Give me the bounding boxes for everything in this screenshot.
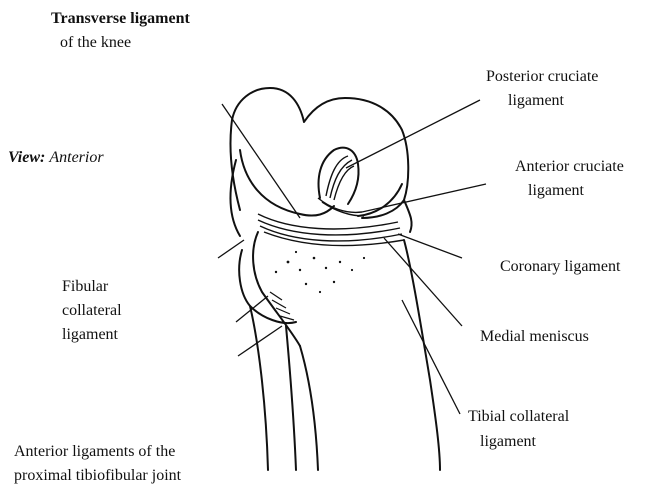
leader-tibiofibular-2 <box>238 326 282 356</box>
tibia-medial-edge <box>404 240 440 470</box>
femur-medial-edge <box>404 200 412 232</box>
label-tibial-collateral-sub: ligament <box>480 431 536 453</box>
label-transverse-ligament-sub: of the knee <box>60 32 131 54</box>
view-caption: View: Anterior <box>8 147 104 169</box>
fibula-shaft <box>250 306 268 470</box>
leader-anterior-cruciate <box>362 184 486 212</box>
label-anterior-cruciate-sub: ligament <box>528 180 584 202</box>
tibia-lateral-edge <box>253 232 300 346</box>
label-transverse-ligament: Transverse ligament <box>51 8 190 30</box>
leader-posterior-cruciate <box>346 100 480 168</box>
leader-tibial-collateral <box>402 300 460 414</box>
leader-transverse <box>222 104 300 218</box>
view-value: Anterior <box>49 149 103 166</box>
label-fibular-collateral-3: ligament <box>62 324 118 346</box>
label-tibiofibular-1: Anterior ligaments of the <box>14 441 175 463</box>
view-key: View: <box>8 149 45 166</box>
label-medial-meniscus: Medial meniscus <box>480 326 589 348</box>
label-posterior-cruciate-sub: ligament <box>508 90 564 112</box>
label-fibular-collateral-2: collateral <box>62 300 122 322</box>
label-tibial-collateral: Tibial collateral <box>468 406 569 428</box>
tibia-shaft-edge <box>300 346 318 470</box>
label-fibular-collateral-1: Fibular <box>62 276 108 298</box>
label-anterior-cruciate: Anterior cruciate <box>515 156 624 178</box>
leader-medial-meniscus <box>384 238 462 326</box>
label-tibiofibular-2: proximal tibiofibular joint <box>14 465 181 487</box>
anterior-cruciate-fibres <box>318 198 362 212</box>
label-coronary-ligament: Coronary ligament <box>500 256 620 278</box>
lateral-condyle <box>240 150 334 216</box>
intercondylar-notch <box>319 148 359 204</box>
label-posterior-cruciate: Posterior cruciate <box>486 66 598 88</box>
